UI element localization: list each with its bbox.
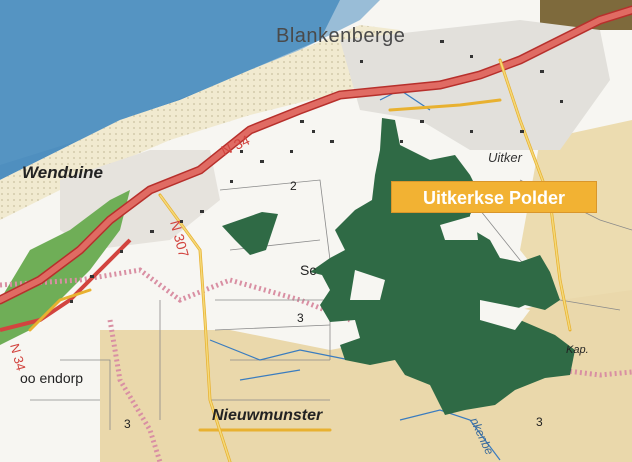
main-road [0,7,632,303]
label-uitkerke-fragment: Uitker [488,150,523,165]
border-line-1 [0,267,351,323]
uitkerkse-polder-area [310,118,575,415]
small-polder-patch [222,212,278,255]
label-zuienkerke-fragment: oo endorp [20,370,83,386]
label-nieuwmunster: Nieuwmunster [212,407,323,424]
buildings [70,40,563,303]
label-wenduine: Wenduine [22,163,103,182]
label-blankenberge: Blankenberge [276,25,405,47]
number-label-2: 3 [297,311,304,325]
border-line-2 [107,319,163,462]
border-line-3 [559,367,632,378]
number-label-1: 2 [290,179,297,193]
number-label-3: 3 [124,417,131,431]
label-vlissegem-fragment: Sc [300,262,316,278]
label-kapelle-fragment: Kap. [566,344,589,356]
uitkerkse-polder-label: Uitkerkse Polder [391,181,597,213]
number-label-4: 3 [536,415,543,429]
label-road-n34-lower: N 34 [7,342,29,372]
